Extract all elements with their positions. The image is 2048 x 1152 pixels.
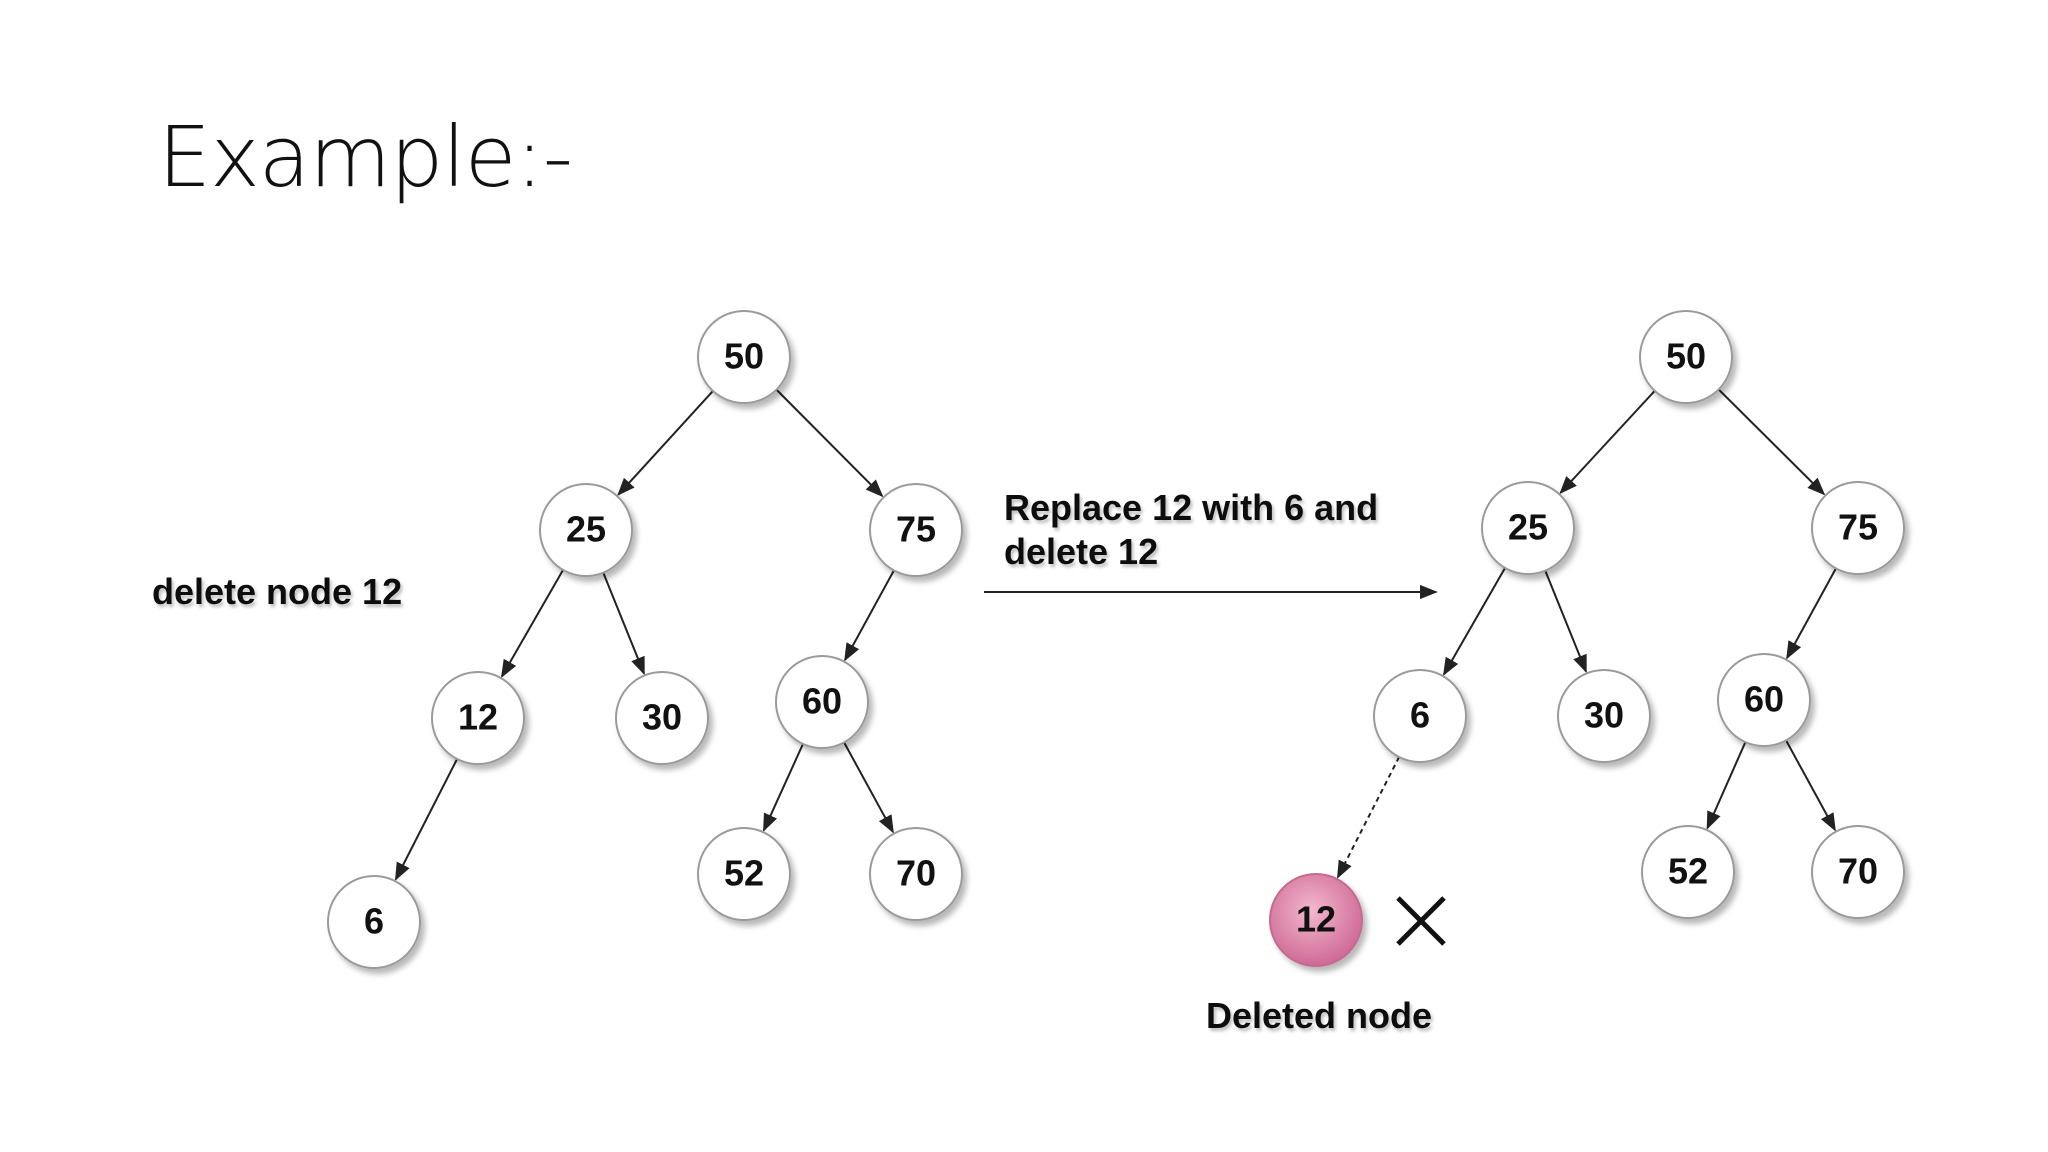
node-label: 50 <box>1666 336 1706 377</box>
node-label: 50 <box>724 336 764 377</box>
edge-before-b50-b25 <box>617 390 714 496</box>
edge-after-a60-a52 <box>1706 741 1747 830</box>
delete-node-label: delete node 12 <box>152 571 402 612</box>
node-circle <box>1269 873 1363 967</box>
node-label: 70 <box>1838 851 1878 892</box>
tree-node-after-6: 6 <box>1373 669 1467 763</box>
edge-before-b25-b30 <box>602 572 645 676</box>
node-label: 75 <box>896 509 936 550</box>
tree-node-before-70: 70 <box>869 827 963 921</box>
node-label: 52 <box>724 853 764 894</box>
node-circle <box>775 655 869 749</box>
node-label: 6 <box>364 901 384 942</box>
node-label: 12 <box>458 697 498 738</box>
node-label: 75 <box>1838 507 1878 548</box>
tree-node-before-60: 60 <box>775 655 869 749</box>
node-label: 25 <box>1508 507 1548 548</box>
tree-node-after-25: 25 <box>1481 481 1575 575</box>
edges-layer <box>394 388 1837 881</box>
tree-node-after-60: 60 <box>1717 653 1811 747</box>
edge-after-a6-a12 <box>1336 756 1400 879</box>
tree-node-after-70: 70 <box>1811 825 1905 919</box>
node-circle <box>1641 825 1735 919</box>
node-label: 30 <box>1584 695 1624 736</box>
node-label: 6 <box>1410 695 1430 736</box>
tree-node-before-50: 50 <box>697 310 791 404</box>
node-circle <box>1811 481 1905 575</box>
deleted-node-12: 12 <box>1269 873 1363 967</box>
edge-before-b25-b12 <box>501 569 564 678</box>
node-circle <box>1557 669 1651 763</box>
edge-after-a75-a60 <box>1786 567 1837 660</box>
node-label: 70 <box>896 853 936 894</box>
edge-before-b60-b70 <box>843 741 894 834</box>
transition-label-line-2: delete 12 <box>1004 531 1158 572</box>
node-label: 30 <box>642 697 682 738</box>
transition-label-line-1: Replace 12 with 6 and <box>1004 487 1378 528</box>
close-icon <box>1396 896 1446 946</box>
node-circle <box>869 483 963 577</box>
edge-after-a50-a25 <box>1559 390 1656 495</box>
node-label: 52 <box>1668 851 1708 892</box>
tree-node-before-75: 75 <box>869 483 963 577</box>
edge-after-a25-a6 <box>1443 567 1506 676</box>
deleted-node-label: Deleted node <box>1206 995 1432 1036</box>
node-circle <box>1639 310 1733 404</box>
tree-node-after-52: 52 <box>1641 825 1735 919</box>
nodes-layer: 50 25 75 12 30 60 6 52 70 50 25 75 6 30 60 52 70 12 <box>327 310 1905 969</box>
node-circle <box>1717 653 1811 747</box>
edge-before-b75-b60 <box>844 569 895 662</box>
node-circle <box>431 671 525 765</box>
node-circle <box>327 875 421 969</box>
tree-node-before-52: 52 <box>697 827 791 921</box>
node-circle <box>615 671 709 765</box>
node-circle <box>697 310 791 404</box>
tree-node-after-30: 30 <box>1557 669 1651 763</box>
tree-node-before-6: 6 <box>327 875 421 969</box>
slide-title: Example:- <box>158 108 573 206</box>
node-circle <box>1373 669 1467 763</box>
node-label: 12 <box>1296 899 1336 940</box>
node-label: 60 <box>802 681 842 722</box>
tree-node-after-50: 50 <box>1639 310 1733 404</box>
node-circle <box>697 827 791 921</box>
node-label: 60 <box>1744 679 1784 720</box>
tree-node-after-75: 75 <box>1811 481 1905 575</box>
edge-after-a60-a70 <box>1785 739 1836 832</box>
edge-before-b60-b52 <box>762 743 804 832</box>
tree-node-before-30: 30 <box>615 671 709 765</box>
node-label: 25 <box>566 509 606 550</box>
node-circle <box>1811 825 1905 919</box>
tree-node-before-25: 25 <box>539 483 633 577</box>
edge-before-b50-b75 <box>775 388 884 498</box>
node-circle <box>1481 481 1575 575</box>
node-circle <box>539 483 633 577</box>
edge-after-a50-a75 <box>1717 388 1826 496</box>
edge-after-a25-a30 <box>1544 570 1587 674</box>
tree-node-before-12: 12 <box>431 671 525 765</box>
node-circle <box>869 827 963 921</box>
edge-before-b12-b6 <box>394 758 458 881</box>
